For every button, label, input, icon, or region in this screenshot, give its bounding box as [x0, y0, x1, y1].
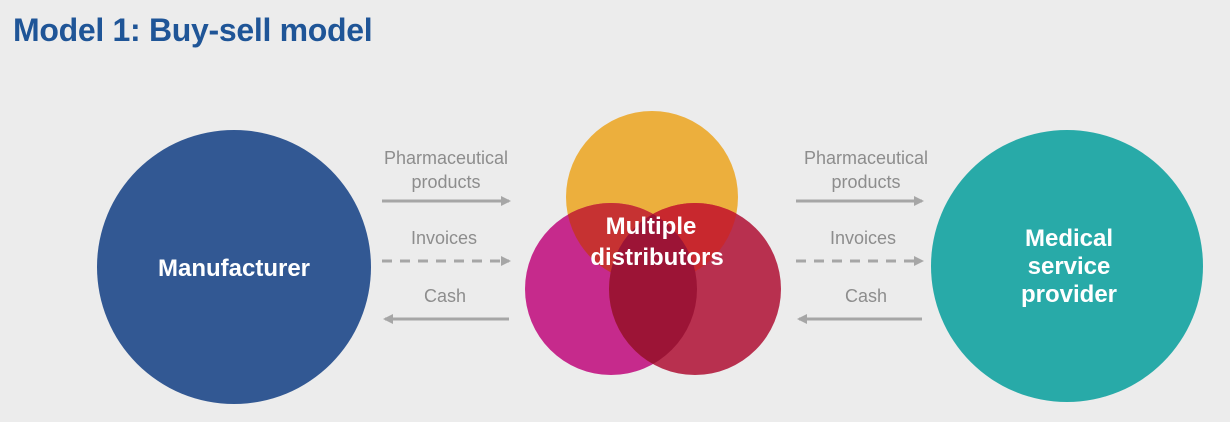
right-products-label-line2: products [831, 172, 900, 192]
left-products-label-line2: products [411, 172, 480, 192]
distributors-label-line1: Multiple [606, 213, 697, 240]
overlap-left-right [609, 203, 697, 375]
manufacturer-circle [97, 130, 371, 404]
left-cash-label: Cash [424, 286, 466, 306]
provider-circle [931, 130, 1203, 402]
distributors-venn: Multiple distributors [525, 111, 781, 375]
right-cash-label: Cash [845, 286, 887, 306]
right-flows: Pharmaceutical products Invoices Cash [796, 148, 928, 324]
left-flows: Pharmaceutical products Invoices Cash [382, 148, 511, 324]
diagram-title: Model 1: Buy-sell model [13, 12, 373, 48]
provider-label-line1: Medical [1025, 225, 1113, 252]
right-products-label-line1: Pharmaceutical [804, 148, 928, 168]
provider-label-line3: provider [1021, 281, 1117, 308]
left-products-label-line1: Pharmaceutical [384, 148, 508, 168]
distributors-label-line2: distributors [590, 244, 723, 271]
manufacturer-label: Manufacturer [158, 255, 310, 282]
left-invoices-label: Invoices [411, 228, 477, 248]
right-invoices-label: Invoices [830, 228, 896, 248]
provider-label-line2: service [1028, 253, 1111, 280]
